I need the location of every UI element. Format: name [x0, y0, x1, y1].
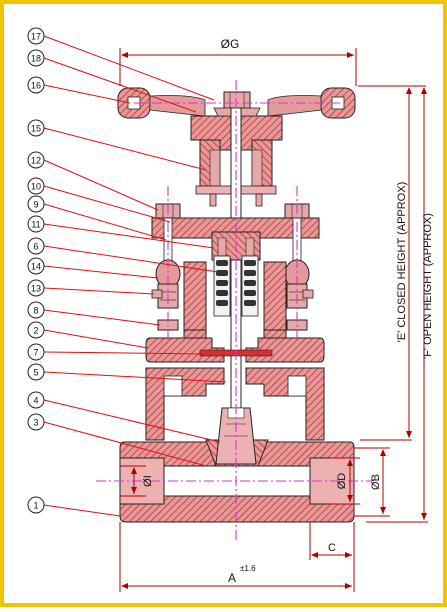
balloon-12: 12: [27, 151, 45, 169]
dim-label-closed-height: 'E' CLOSED HEIGHT (APPROX): [396, 182, 408, 342]
balloon-15: 15: [27, 119, 45, 137]
svg-text:2: 2: [33, 326, 38, 336]
balloon-10: 10: [27, 177, 45, 195]
svg-text:8: 8: [33, 306, 38, 316]
svg-text:5: 5: [33, 368, 38, 378]
dim-label-length: A: [228, 571, 236, 585]
balloon-5: 5: [27, 363, 45, 381]
svg-text:14: 14: [31, 262, 41, 272]
dim-label-outer: ØB: [370, 474, 382, 490]
yoke-nut: [195, 139, 277, 195]
packing: [213, 255, 259, 317]
centerlines: [96, 80, 374, 540]
svg-text:17: 17: [31, 32, 41, 42]
balloon-9: 9: [27, 195, 45, 213]
balloon-2: 2: [27, 321, 45, 339]
svg-text:13: 13: [31, 284, 41, 294]
dim-label-tolerance: ±1.6: [240, 564, 256, 573]
dim-label-socket-depth: C: [328, 542, 336, 554]
balloon-14: 14: [27, 257, 45, 275]
yoke: [209, 193, 263, 207]
dim-label-socket: ØD: [336, 473, 348, 490]
dim-label-open-height: 'F' OPEN HEIGHT (APPROX): [422, 213, 434, 359]
svg-text:11: 11: [31, 220, 40, 230]
dim-label-handwheel: ØG: [221, 37, 240, 51]
balloon-7: 7: [27, 343, 45, 361]
balloon-18: 18: [27, 49, 45, 67]
balloon-4: 4: [27, 391, 45, 409]
balloon-16: 16: [27, 76, 45, 94]
balloon-1: 1: [27, 496, 45, 514]
svg-text:1: 1: [33, 501, 38, 511]
balloon-8: 8: [27, 301, 45, 319]
balloon-13: 13: [27, 279, 45, 297]
svg-text:4: 4: [33, 396, 38, 406]
balloon-11: 11: [27, 215, 45, 233]
balloon-3: 3: [27, 413, 45, 431]
balloon-17: 17: [27, 27, 45, 45]
dim-label-bore: ØI: [142, 475, 154, 487]
svg-text:10: 10: [31, 182, 41, 192]
dimension-lines: [119, 48, 428, 592]
svg-text:9: 9: [33, 200, 38, 210]
svg-text:18: 18: [31, 54, 41, 64]
leader-lines: [43, 35, 227, 517]
svg-text:15: 15: [31, 124, 41, 134]
balloon-6: 6: [27, 237, 45, 255]
svg-text:12: 12: [31, 156, 41, 166]
svg-text:3: 3: [33, 418, 38, 428]
svg-text:6: 6: [33, 242, 38, 252]
svg-text:16: 16: [31, 81, 41, 91]
svg-text:7: 7: [33, 348, 38, 358]
